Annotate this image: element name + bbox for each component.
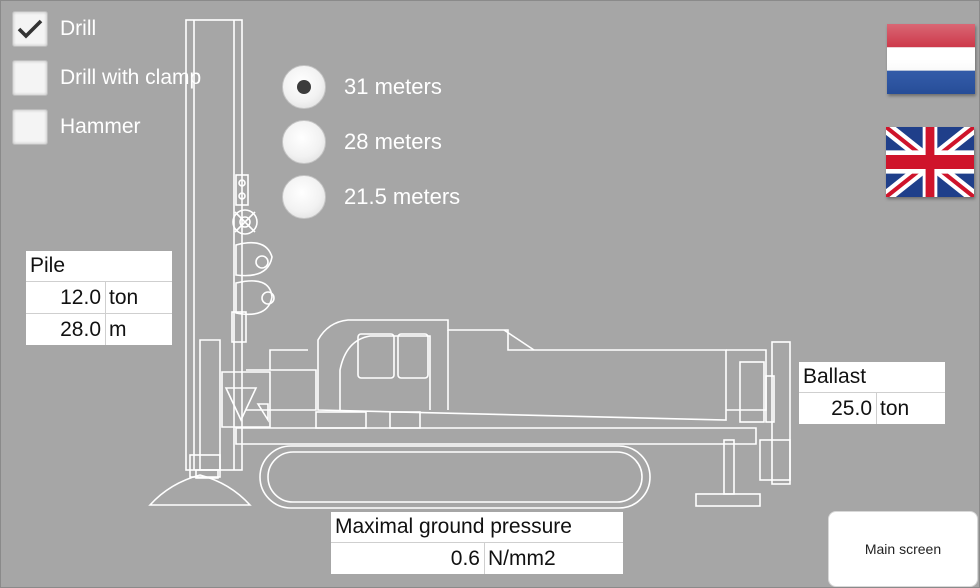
pile-weight-value[interactable]: 12.0 bbox=[26, 282, 106, 313]
radio-label: 31 meters bbox=[344, 74, 442, 99]
pile-title: Pile bbox=[26, 251, 172, 282]
pile-length-value[interactable]: 28.0 bbox=[26, 314, 106, 345]
radio-circle[interactable] bbox=[282, 65, 326, 109]
uk-flag-icon[interactable] bbox=[886, 127, 974, 197]
radio-circle[interactable] bbox=[282, 175, 326, 219]
radio-21-5-meters[interactable]: 21.5 meters bbox=[282, 175, 460, 219]
radio-label: 21.5 meters bbox=[344, 184, 461, 209]
pile-length-unit: m bbox=[109, 318, 127, 341]
radio-circle[interactable] bbox=[282, 120, 326, 164]
checkbox-drill[interactable]: Drill bbox=[12, 11, 96, 47]
netherlands-flag-icon[interactable] bbox=[887, 24, 975, 94]
radio-selected-dot bbox=[297, 80, 311, 94]
ground-pressure-table: Maximal ground pressure 0.6 N/mm2 bbox=[331, 512, 623, 574]
checkbox-box[interactable] bbox=[12, 11, 48, 47]
checkbox-hammer[interactable]: Hammer bbox=[12, 109, 141, 145]
checkmark-icon bbox=[17, 19, 43, 39]
pile-table: Pile 12.0 ton 28.0 m bbox=[26, 251, 172, 345]
pile-weight-unit: ton bbox=[109, 286, 139, 309]
checkbox-box[interactable] bbox=[12, 60, 48, 96]
ground-pressure-row: 0.6 N/mm2 bbox=[331, 543, 623, 574]
checkbox-drill-with-clamp[interactable]: Drill with clamp bbox=[12, 60, 201, 96]
ballast-unit: ton bbox=[880, 397, 910, 420]
checkbox-label: Drill bbox=[60, 17, 97, 40]
checkbox-box[interactable] bbox=[12, 109, 48, 145]
checkbox-label: Drill with clamp bbox=[60, 66, 202, 89]
ballast-table: Ballast 25.0 ton bbox=[799, 362, 945, 424]
radio-28-meters[interactable]: 28 meters bbox=[282, 120, 442, 164]
radio-label: 28 meters bbox=[344, 129, 442, 154]
ground-pressure-title: Maximal ground pressure bbox=[331, 512, 623, 543]
ground-pressure-value: 0.6 bbox=[331, 543, 485, 574]
ballast-row: 25.0 ton bbox=[799, 393, 945, 424]
ballast-title: Ballast bbox=[799, 362, 945, 393]
checkbox-label: Hammer bbox=[60, 115, 141, 138]
ballast-value[interactable]: 25.0 bbox=[799, 393, 877, 424]
radio-31-meters[interactable]: 31 meters bbox=[282, 65, 442, 109]
main-screen-button[interactable]: Main screen bbox=[828, 511, 978, 587]
pile-length-row: 28.0 m bbox=[26, 314, 172, 345]
ground-pressure-unit: N/mm2 bbox=[488, 547, 556, 570]
pile-weight-row: 12.0 ton bbox=[26, 282, 172, 314]
